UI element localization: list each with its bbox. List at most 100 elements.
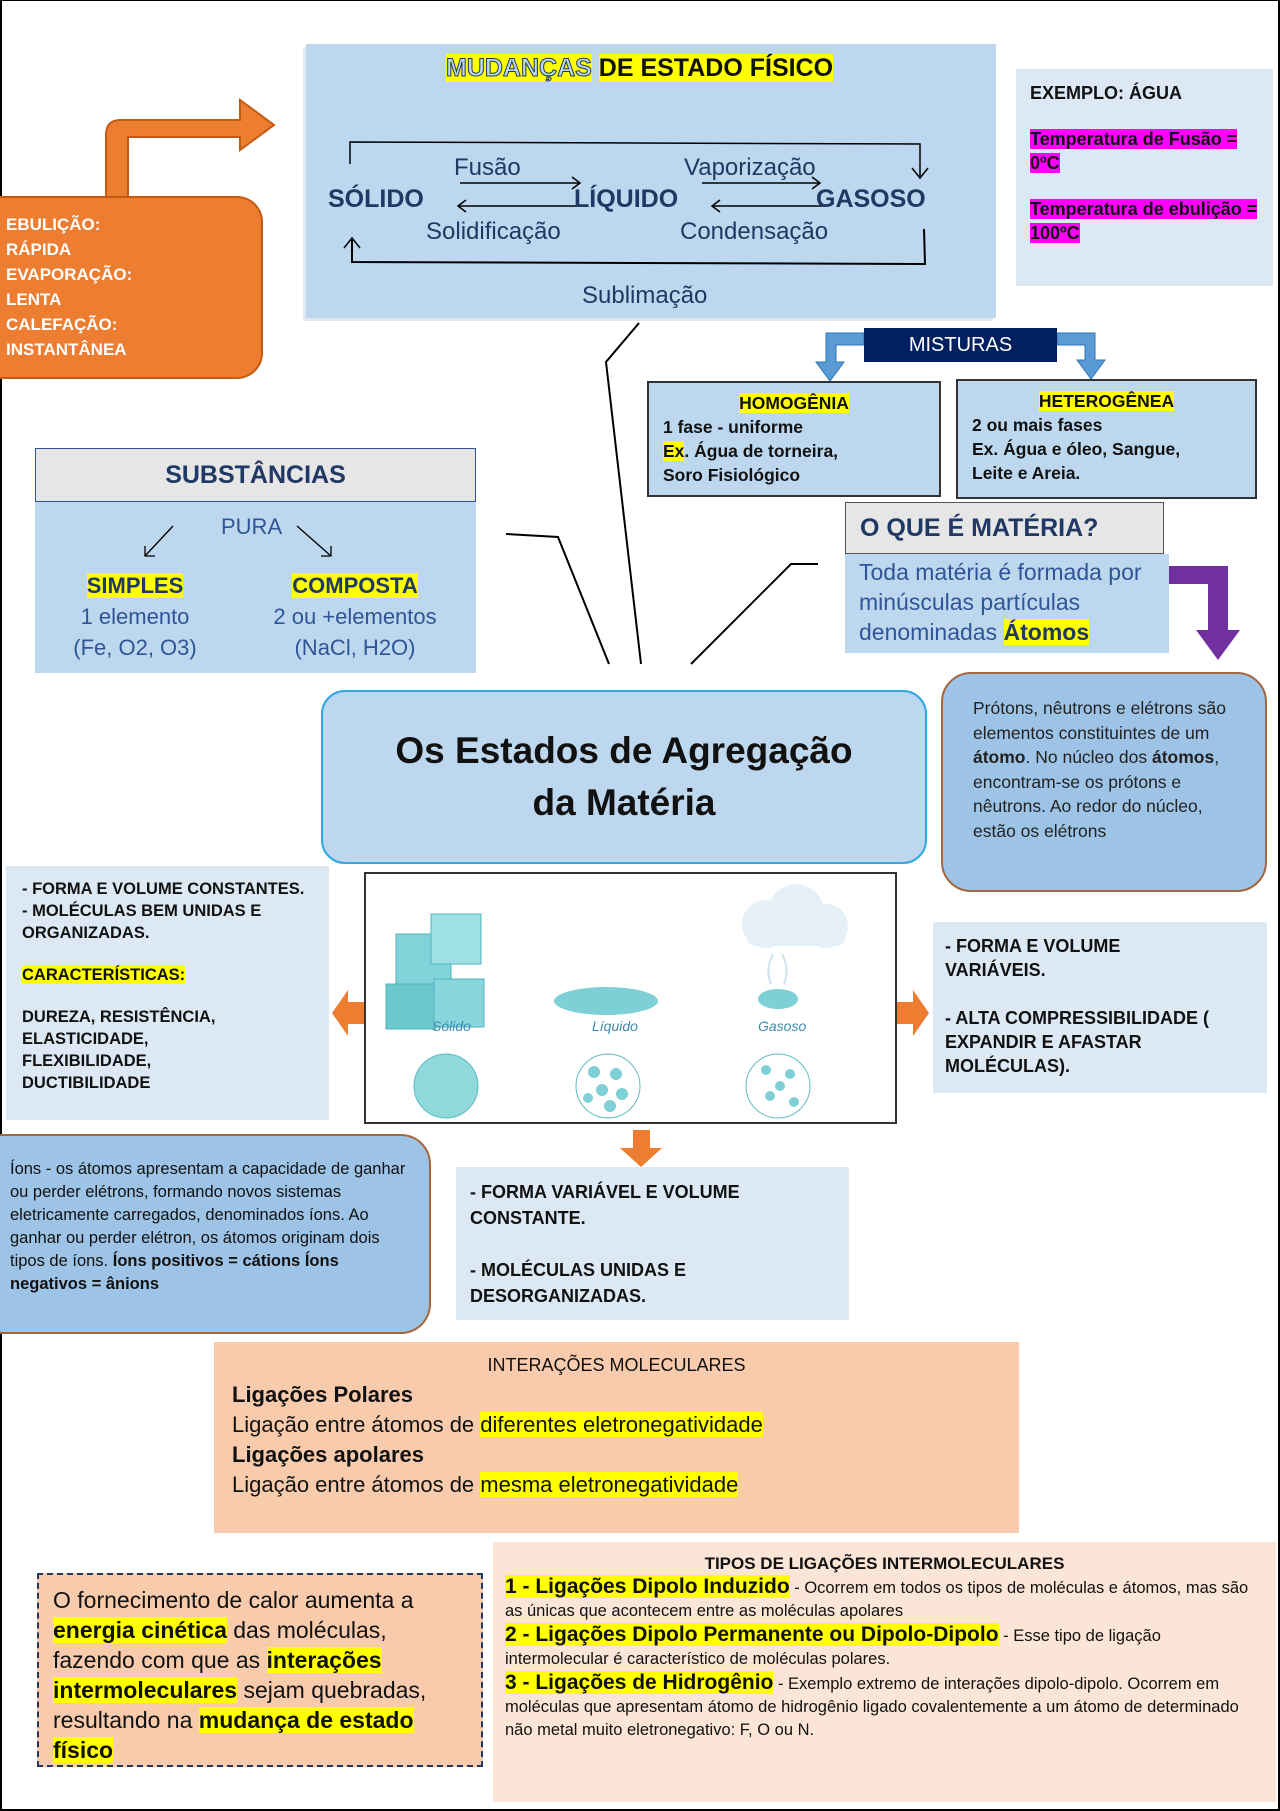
homogenea-line: Soro Fisiológico <box>663 465 801 485</box>
gasoso-info-box: - FORMA E VOLUME VARIÁVEIS. - ALTA COMPR… <box>933 922 1267 1093</box>
calor-text: das moléculas, fazendo com que as <box>53 1617 387 1673</box>
calefacao-value: INSTANTÂNEA <box>6 340 127 359</box>
state-solido: SÓLIDO <box>328 185 424 213</box>
ions-box: Íons - os átomos apresentam a capacidade… <box>0 1134 431 1334</box>
polares-highlight: diferentes eletronegatividade <box>480 1412 763 1437</box>
tipo-heading: 1 - Ligações Dipolo Induzido <box>505 1575 790 1598</box>
pura-label: PURA <box>221 514 283 539</box>
tipo-text: - Ocorrem em todos os tipos de moléculas… <box>505 1579 1249 1620</box>
solid-particles-icon <box>413 1053 479 1119</box>
state-gasoso: GASOSO <box>816 185 926 213</box>
evaporacao-value: LENTA <box>6 290 62 309</box>
protons-text: Prótons, nêutrons e elétrons são element… <box>973 698 1226 743</box>
simples-line: 1 elemento <box>80 604 190 629</box>
protons-bold: átomo <box>973 747 1026 767</box>
polares-text: Ligação entre átomos de <box>232 1412 481 1437</box>
ions-text: Íons - os átomos apresentam a capacidade… <box>10 1160 406 1270</box>
label-solido: Sólido <box>432 1018 471 1034</box>
tipo-heading: 2 - Ligações Dipolo Permanente ou Dipolo… <box>505 1623 999 1646</box>
apolares-text: Ligação entre átomos de <box>232 1472 481 1497</box>
heterogenea-line: 2 ou mais fases <box>972 415 1103 435</box>
gasoso-line: - FORMA E VOLUME VARIÁVEIS. <box>945 936 1121 980</box>
state-arrows <box>343 141 929 266</box>
polares-heading: Ligações Polares <box>232 1382 413 1407</box>
solido-line: - FORMA E VOLUME CONSTANTES. <box>22 880 305 898</box>
puddle-icon <box>554 987 658 1015</box>
tipo-item: 1 - Ligações Dipolo Induzido - Ocorrem e… <box>505 1575 1264 1623</box>
homogenea-line: . Água de torneira, <box>684 441 839 461</box>
protons-text: . No núcleo dos <box>1025 747 1152 767</box>
label-liquido: Líquido <box>592 1018 638 1034</box>
ebulicao-value: RÁPIDA <box>6 240 72 259</box>
homogenea-ex: Ex <box>663 441 685 461</box>
solido-info-box: - FORMA E VOLUME CONSTANTES. - MOLÉCULAS… <box>6 866 329 1120</box>
materia-title: O QUE É MATÉRIA? <box>845 502 1164 554</box>
liquido-info-box: - FORMA VARIÁVEL E VOLUME CONSTANTE. - M… <box>456 1167 849 1320</box>
states-illustration: Sólido Líquido Gasoso <box>364 872 897 1124</box>
composta-line: 2 ou +elementos <box>273 604 437 629</box>
evaporacao-label: EVAPORAÇÃO: <box>6 265 133 284</box>
apolares-highlight: mesma eletronegatividade <box>480 1472 739 1497</box>
interacoes-title: INTERAÇÕES MOLECULARES <box>487 1355 746 1375</box>
liquid-particles-icon <box>575 1053 641 1119</box>
composta-line: (NaCl, H2O) <box>294 635 416 660</box>
title-part-1: MUDANÇAS <box>446 54 593 83</box>
process-fusao: Fusão <box>454 154 521 181</box>
tipo-text: - Exemplo extremo de interações dipolo-d… <box>505 1675 1239 1739</box>
substancias-title: SUBSTÂNCIAS <box>35 448 476 502</box>
tipo-item: 2 - Ligações Dipolo Permanente ou Dipolo… <box>505 1623 1264 1671</box>
ions-bold: Íons positivos = cátions Íons negativos … <box>10 1252 339 1293</box>
materia-body: Toda matéria é formada por minúsculas pa… <box>845 554 1169 653</box>
calor-text: O fornecimento de calor aumenta a <box>53 1587 414 1613</box>
caracteristicas-label: CARACTERÍSTICAS: <box>22 966 186 984</box>
calefacao-label: CALEFAÇÃO: <box>6 315 118 334</box>
evaporating-puddle-icon <box>758 989 798 1009</box>
main-title-text: Os Estados de Agregação da Matéria <box>395 730 853 823</box>
apolares-heading: Ligações apolares <box>232 1442 424 1467</box>
mudancas-title: MUDANÇAS DE ESTADO FÍSICO <box>446 54 834 83</box>
simples-line: (Fe, O2, O3) <box>73 635 197 660</box>
tipos-title: TIPOS DE LIGAÇÕES INTERMOLECULARES <box>704 1554 1065 1573</box>
cloud-icon <box>742 884 848 948</box>
calor-text: sejam quebradas, resultando na <box>53 1677 427 1733</box>
composta-title: COMPOSTA <box>292 573 418 598</box>
states-drawing <box>385 884 848 1119</box>
tipo-item: 3 - Ligações de Hidrogênio - Exemplo ext… <box>505 1671 1264 1742</box>
state-liquido: LÍQUIDO <box>574 185 679 213</box>
heterogenea-box: HETEROGÊNEA 2 ou mais fases Ex. Água e ó… <box>956 379 1257 499</box>
process-vaporizacao: Vaporização <box>684 154 816 181</box>
exemplo-title: EXEMPLO: ÁGUA <box>1030 83 1183 103</box>
protons-bold: átomos <box>1151 747 1215 767</box>
interacoes-box: INTERAÇÕES MOLECULARES Ligações Polares … <box>214 1342 1019 1533</box>
protons-box: Prótons, nêutrons e elétrons são element… <box>941 672 1267 892</box>
exemplo-agua-box: EXEMPLO: ÁGUA Temperatura de Fusão = 0ºC… <box>1016 69 1273 286</box>
heterogenea-line: Leite e Areia. <box>972 463 1081 483</box>
heterogenea-title: HETEROGÊNEA <box>1038 391 1175 411</box>
mudancas-estado-box: MUDANÇAS DE ESTADO FÍSICO SÓLIDO LÍQUIDO… <box>306 44 996 318</box>
calor-box: O fornecimento de calor aumenta a energi… <box>37 1573 483 1767</box>
process-solidificacao: Solidificação <box>426 218 561 245</box>
label-gasoso: Gasoso <box>758 1018 807 1034</box>
homogenea-line: 1 fase - uniforme <box>663 417 804 437</box>
liquido-line: - FORMA VARIÁVEL E VOLUME CONSTANTE. <box>470 1182 740 1228</box>
ebulicao-label: EBULIÇÃO: <box>6 215 101 234</box>
misturas-label: MISTURAS <box>864 328 1057 362</box>
calor-highlight: energia cinética <box>53 1617 227 1643</box>
title-part-2: DE ESTADO FÍSICO <box>598 54 834 82</box>
ice-cubes-icon <box>385 913 485 1030</box>
solido-line: - MOLÉCULAS BEM UNIDAS E ORGANIZADAS. <box>22 902 262 942</box>
caracteristicas-list: DUREZA, RESISTÊNCIA, ELASTICIDADE, FLEXI… <box>22 1008 216 1092</box>
process-condensacao: Condensação <box>680 218 829 245</box>
tipos-ligacoes-box: TIPOS DE LIGAÇÕES INTERMOLECULARES 1 - L… <box>493 1542 1276 1802</box>
gas-particles-icon <box>745 1053 811 1119</box>
substancias-body: PURA SIMPLES 1 elemento (Fe, O2, O3) COM… <box>35 502 476 673</box>
tipo-heading: 3 - Ligações de Hidrogênio <box>505 1671 774 1694</box>
process-sublimacao: Sublimação <box>582 282 708 309</box>
temperatura-fusao: Temperatura de Fusão = 0ºC <box>1030 129 1238 173</box>
homogenea-title: HOMOGÊNIA <box>739 393 849 413</box>
vaporizacao-tipos-box: EBULIÇÃO: RÁPIDA EVAPORAÇÃO: LENTA CALEF… <box>0 196 263 379</box>
main-title: Os Estados de Agregação da Matéria <box>321 690 927 864</box>
liquido-line: - MOLÉCULAS UNIDAS E DESORGANIZADAS. <box>470 1260 686 1306</box>
simples-title: SIMPLES <box>86 573 184 598</box>
